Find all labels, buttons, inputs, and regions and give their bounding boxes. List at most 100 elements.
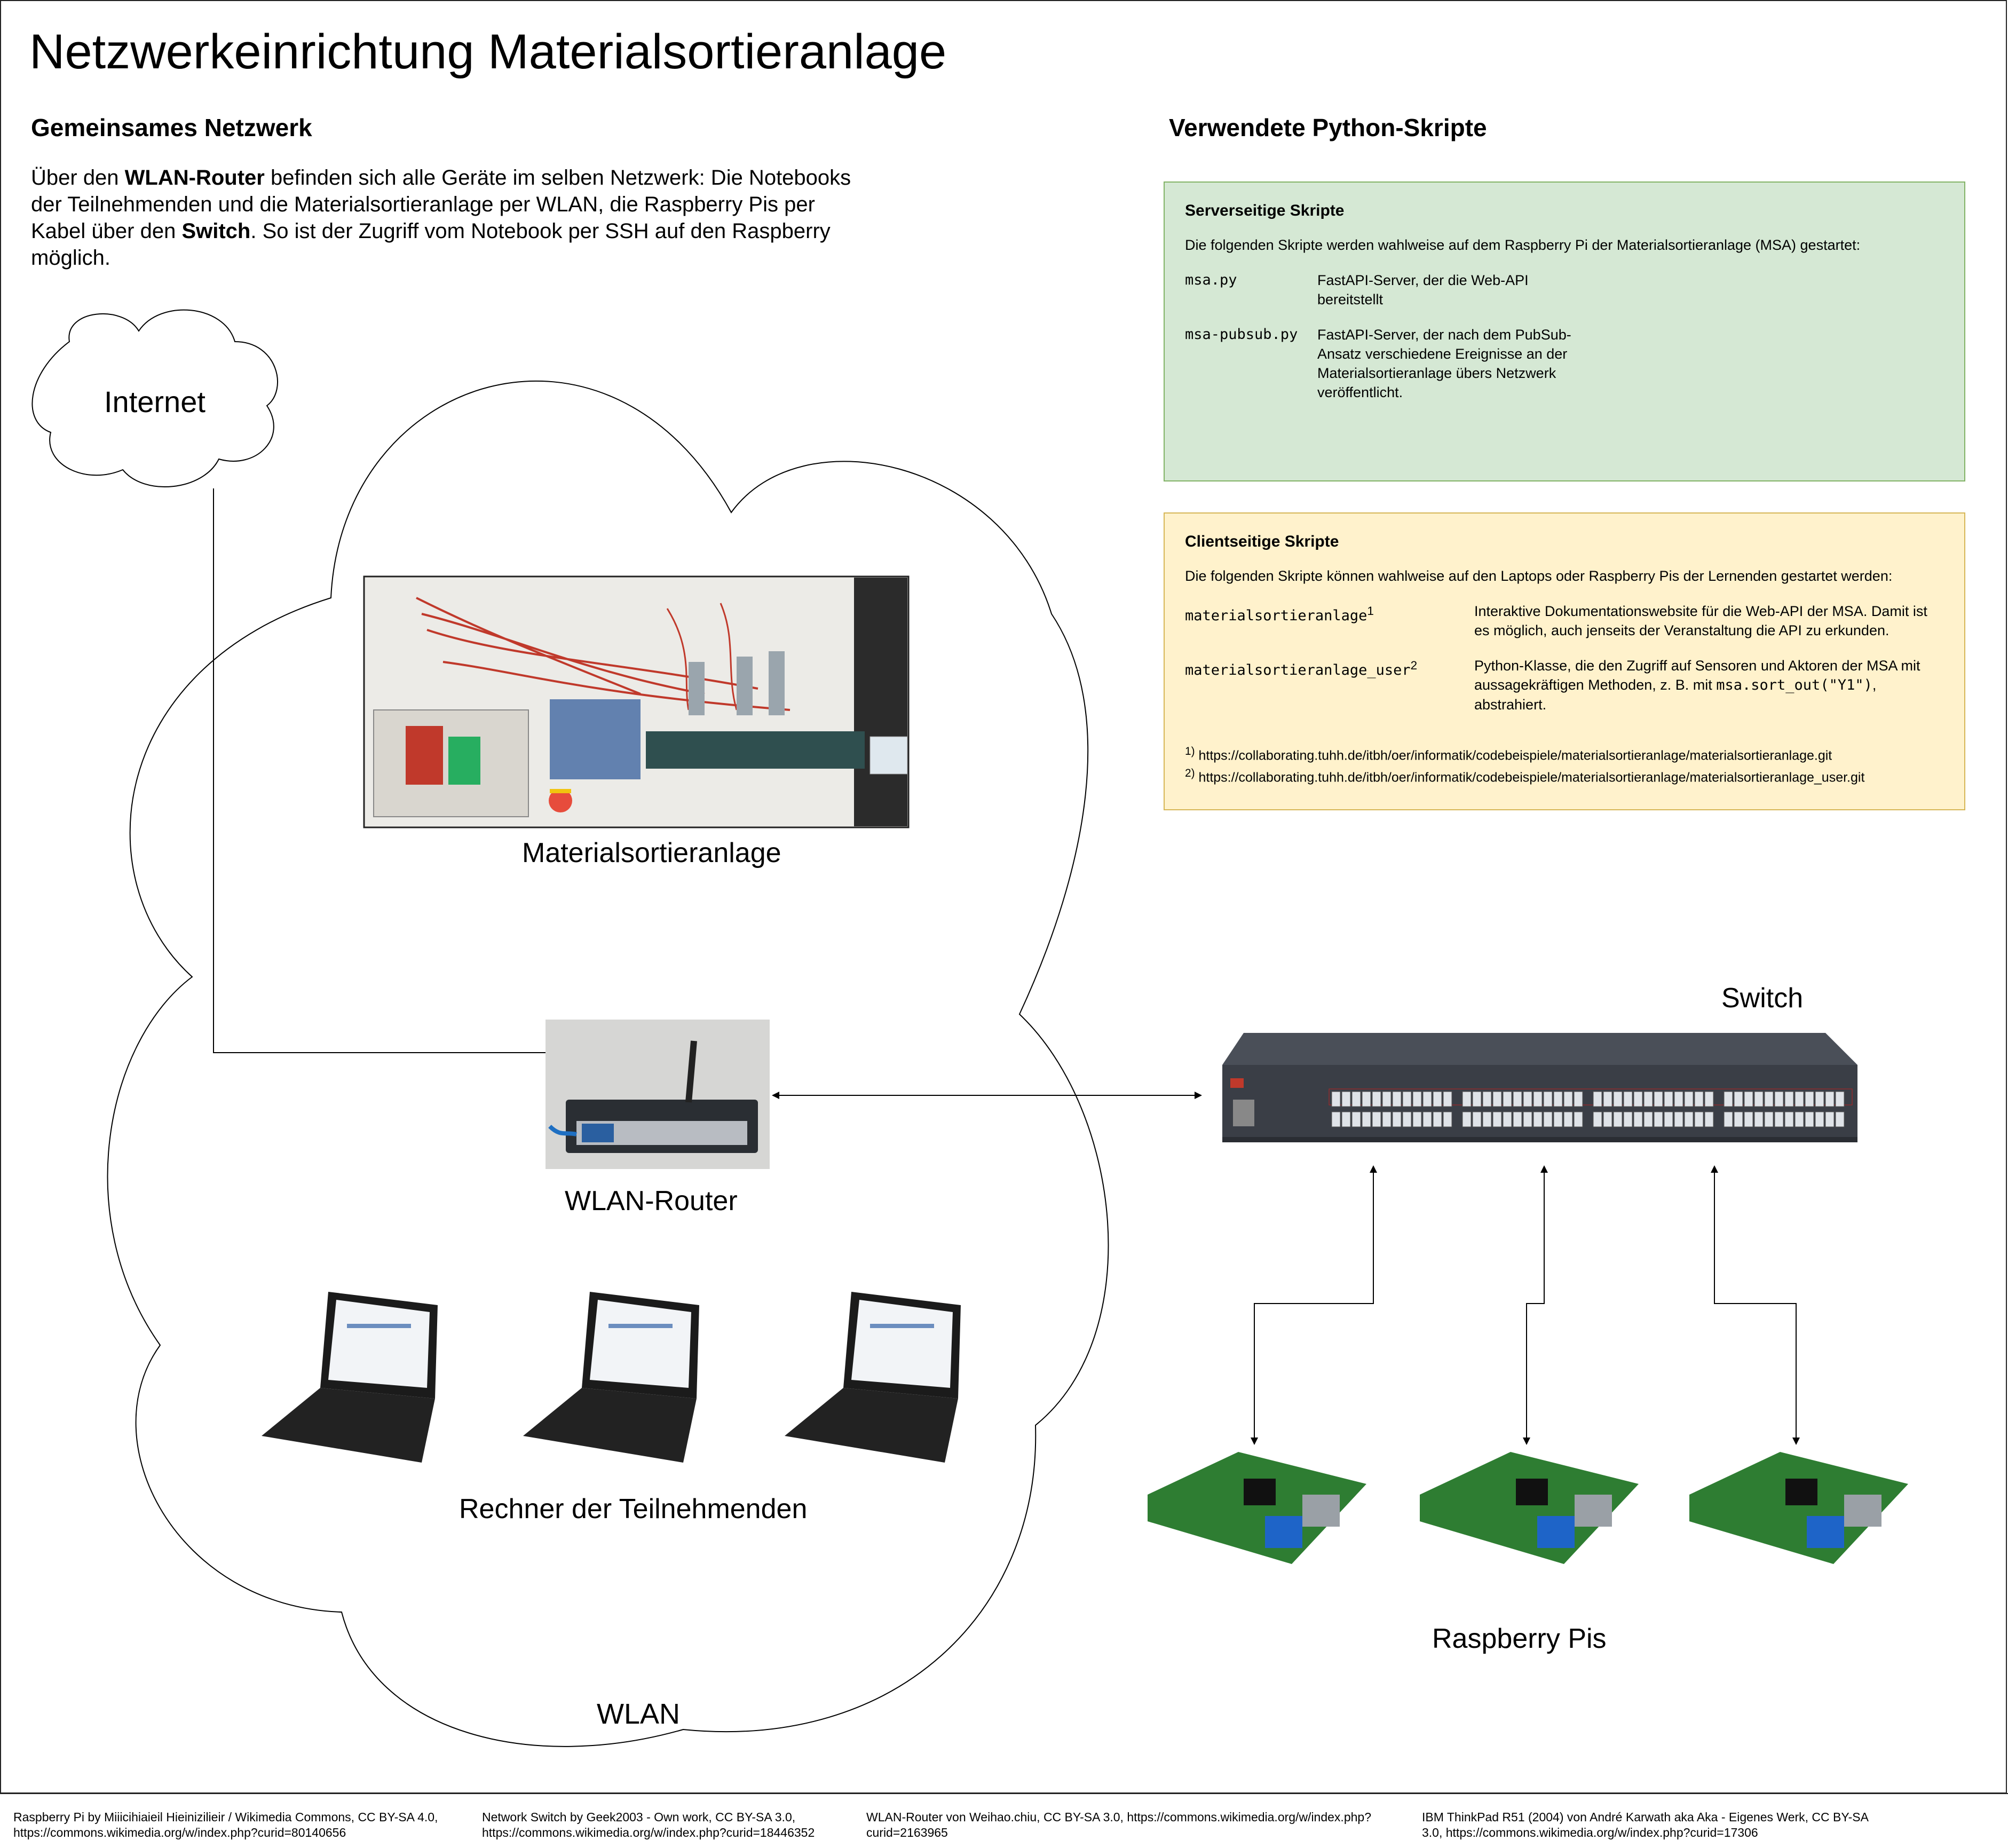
switch-port [1794,1111,1804,1127]
switch-port [1825,1111,1835,1127]
switch-port [1744,1111,1753,1127]
switch-port [1362,1111,1371,1127]
switch-port [1664,1111,1673,1127]
switch-port [1402,1111,1412,1127]
switch-port [1674,1111,1683,1127]
switch-port [1392,1111,1402,1127]
laptops-label: Rechner der Teilnehmenden [459,1494,808,1525]
switch-port [1704,1111,1714,1127]
switch-port [1603,1111,1612,1127]
switch-port [1835,1091,1845,1107]
switch-port [1784,1111,1794,1127]
wlan-label: WLAN [597,1698,681,1730]
switch-pi1-link [1251,1165,1377,1445]
switch-port [1744,1091,1753,1107]
switch-port [1835,1111,1845,1127]
switch-port [1412,1111,1422,1127]
switch-port [1513,1091,1522,1107]
switch-port [1674,1091,1683,1107]
script-description: FastAPI-Server, der nach dem PubSub-Ansa… [1317,327,1571,400]
intro-text: Über den WLAN-Router befinden sich alle … [31,166,851,270]
client-scripts-box: Clientseitige Skripte Die folgenden Skri… [1164,512,1965,810]
raspberry-pi-3 [1689,1452,1908,1564]
switch-port [1331,1111,1341,1127]
internet-label: Internet [104,385,205,418]
switch-port [1754,1111,1764,1127]
footnote-ref: 2 [1410,659,1418,672]
script-description: FastAPI-Server, der die Web-API bereitst… [1317,272,1529,307]
switch-port [1593,1111,1602,1127]
page-title: Netzwerkeinrichtung Materialsortieranlag… [29,25,947,79]
client-script-row: materialsortieranlage1 Interaktive Dokum… [1185,602,1944,640]
switch-port [1654,1091,1663,1107]
switch-port [1574,1111,1583,1127]
script-name: msa-pubsub.py [1185,326,1298,343]
switch-port [1351,1111,1361,1127]
msa-photo [363,575,910,828]
switch-port [1422,1091,1432,1107]
switch-port [1764,1111,1774,1127]
switch-port [1443,1091,1452,1107]
switch-port [1341,1091,1351,1107]
switch-port [1462,1091,1472,1107]
switch-port [1805,1091,1814,1107]
script-name: materialsortieranlage_user2 [1185,659,1418,678]
switch-port [1382,1091,1392,1107]
switch-port [1392,1091,1402,1107]
pis-label: Raspberry Pis [1432,1623,1607,1654]
switch-port [1643,1091,1653,1107]
switch-port [1734,1091,1743,1107]
switch-pi2-link [1523,1165,1548,1445]
switch-port [1372,1111,1381,1127]
internet-cloud [31,309,278,488]
switch-port [1533,1091,1543,1107]
server-scripts-box: Serverseitige Skripte Die folgenden Skri… [1164,181,1965,481]
switch-port [1492,1091,1502,1107]
switch-port [1362,1091,1371,1107]
footnote-link[interactable]: https://collaborating.tuhh.de/itbh/oer/i… [1198,748,1832,763]
wlan-cloud [107,381,1109,1747]
switch-port [1482,1091,1492,1107]
switch-port [1794,1091,1804,1107]
switch-port [1774,1091,1784,1107]
router-photo [546,1020,770,1169]
switch-port [1412,1091,1422,1107]
switch-port [1623,1091,1633,1107]
switch-port [1433,1111,1442,1127]
footnote-2: 2) https://collaborating.tuhh.de/itbh/oe… [1185,767,1865,785]
switch-port [1593,1091,1602,1107]
switch-port [1815,1091,1824,1107]
internet-router-link [213,488,546,1053]
switch-port [1331,1091,1341,1107]
switch-port [1643,1111,1653,1127]
switch-port [1422,1111,1432,1127]
script-description: Python-Klasse, die den Zugriff auf Senso… [1474,658,1920,713]
router-label: WLAN-Router [565,1186,738,1217]
switch-port [1764,1091,1774,1107]
client-box-heading: Clientseitige Skripte [1185,533,1339,550]
credit-switch: Network Switch by Geek2003 - Own work, C… [482,1810,815,1839]
switch-port [1503,1111,1512,1127]
switch-port [1774,1111,1784,1127]
switch-port [1462,1111,1472,1127]
switch-port [1805,1111,1814,1127]
switch-port [1563,1091,1573,1107]
switch-port [1523,1091,1532,1107]
switch-port [1684,1111,1694,1127]
code-snippet: msa.sort_out("Y1") [1716,677,1872,693]
footnote-link[interactable]: https://collaborating.tuhh.de/itbh/oer/i… [1198,770,1865,785]
switch-port [1382,1111,1392,1127]
switch-port [1784,1091,1794,1107]
switch-photo [1222,1033,1857,1142]
switch-port [1543,1111,1553,1127]
script-description: Interaktive Dokumentationswebsite für di… [1474,603,1927,638]
switch-port [1563,1111,1573,1127]
switch-port [1825,1091,1835,1107]
client-box-desc: Die folgenden Skripte können wahlweise a… [1185,568,1893,584]
scripts-heading: Verwendete Python-Skripte [1169,114,1487,141]
switch-port [1694,1111,1704,1127]
switch-port [1704,1091,1714,1107]
switch-port [1372,1091,1381,1107]
switch-port [1815,1111,1824,1127]
